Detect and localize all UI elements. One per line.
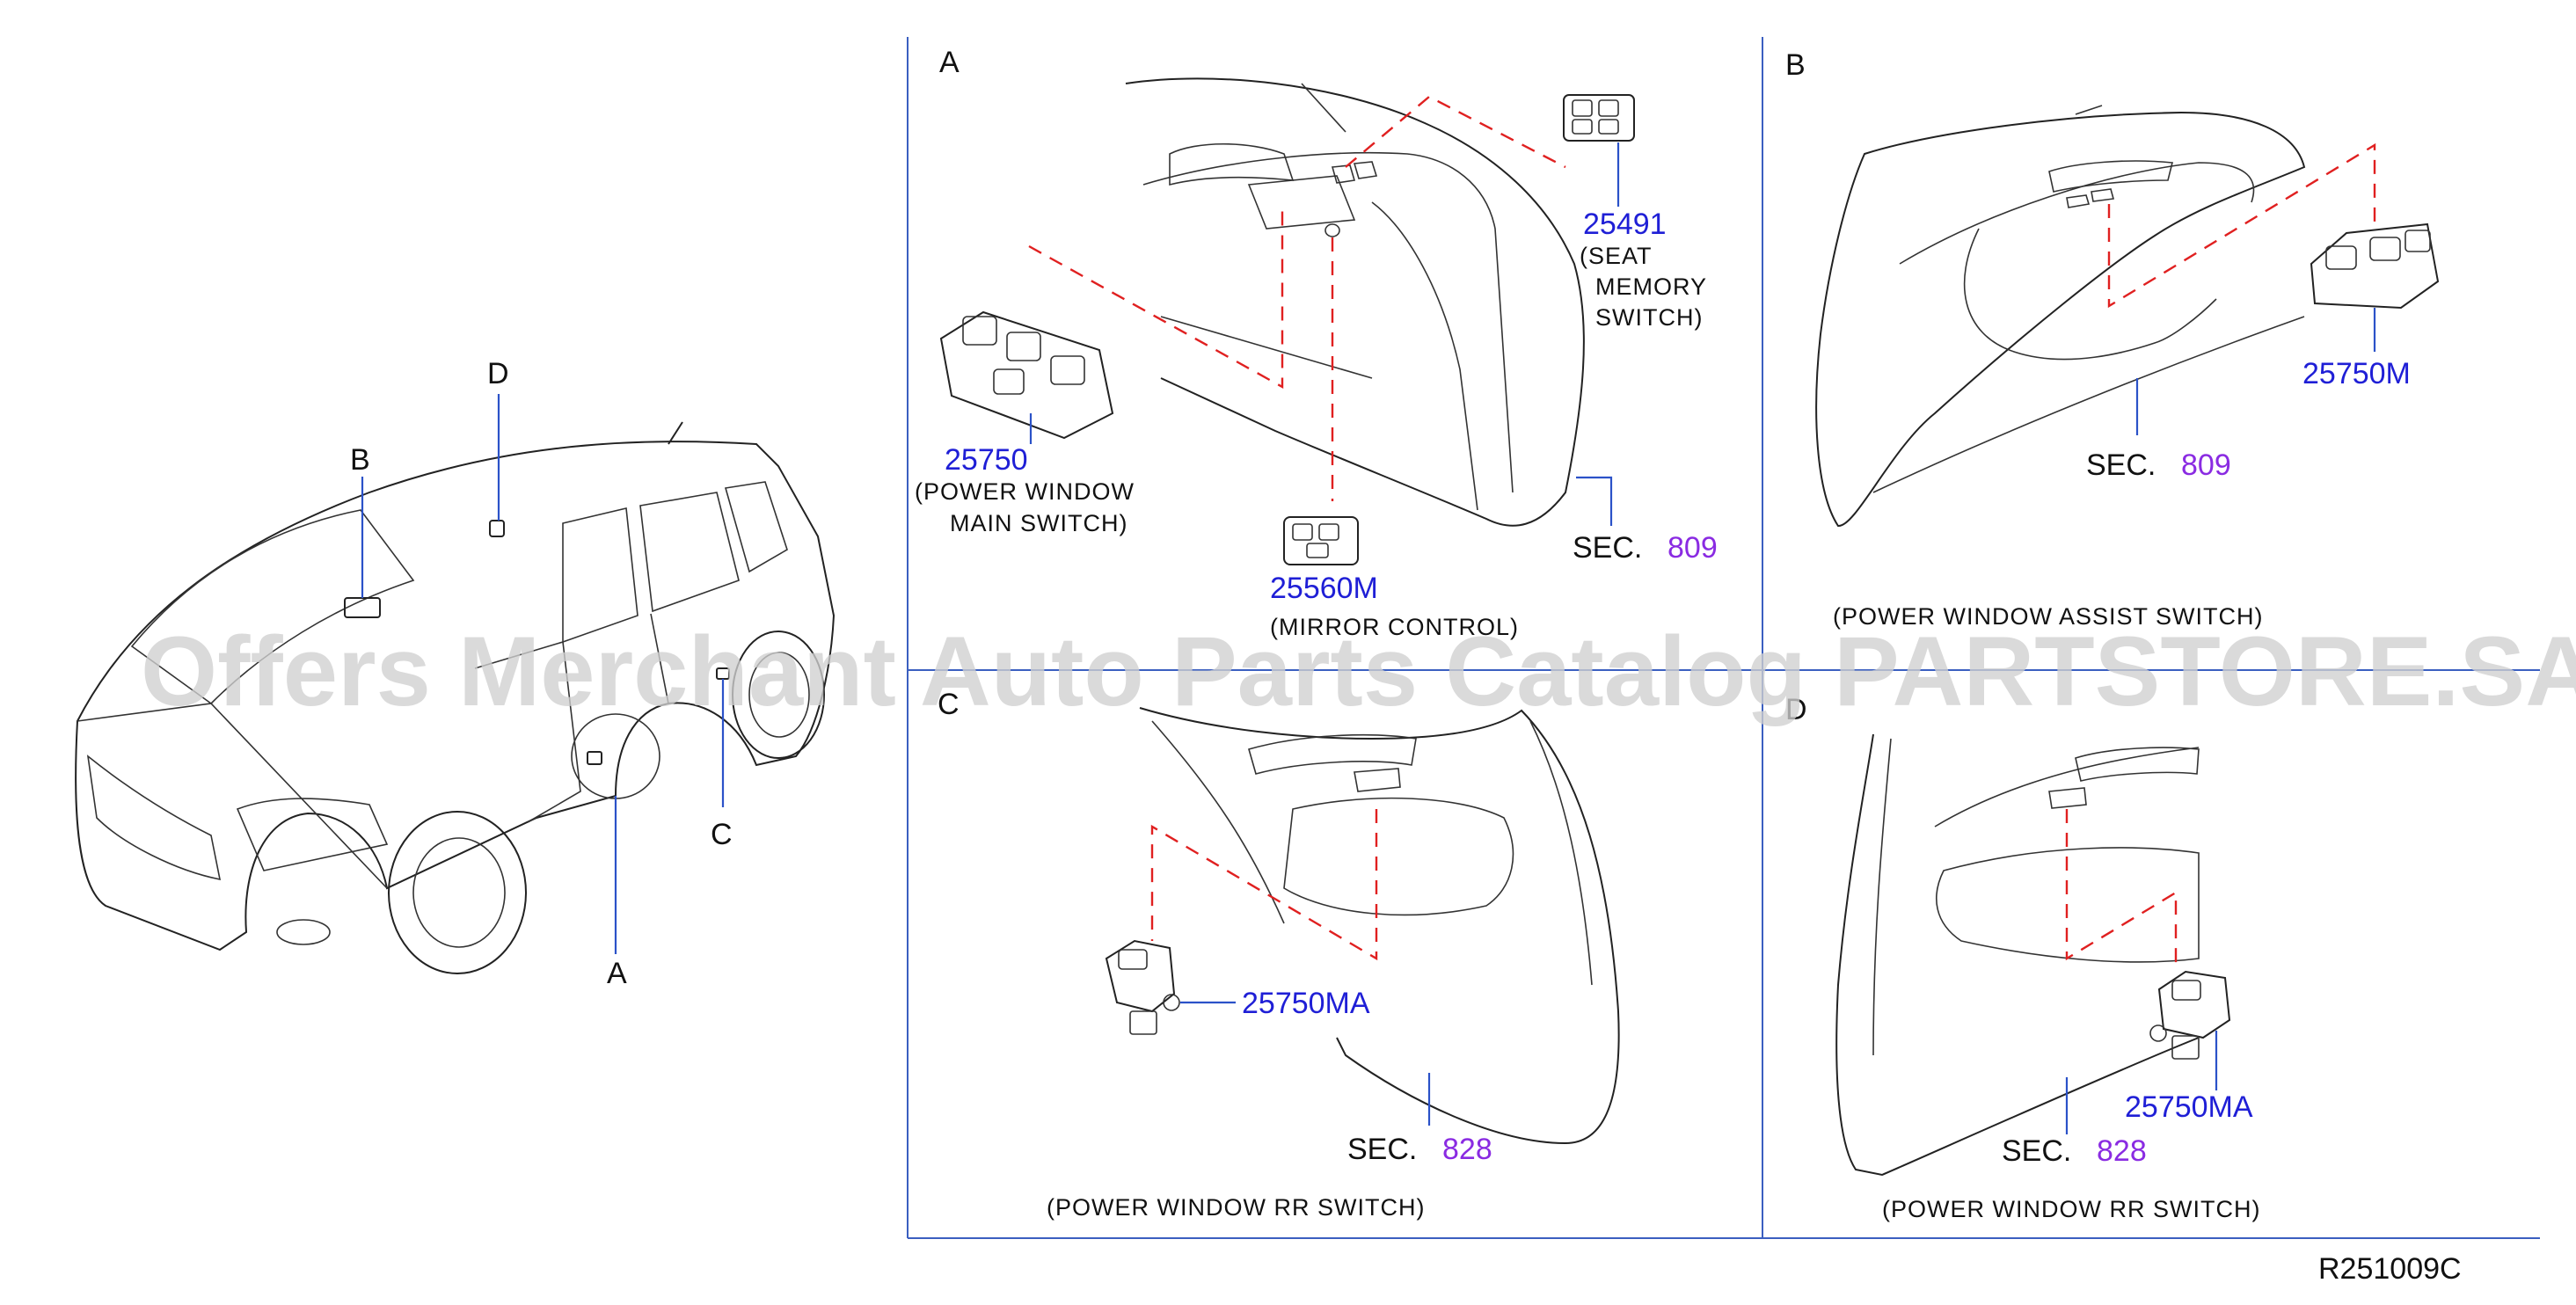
panel-d-letter: D <box>1785 693 1807 726</box>
mirror-control-switch-icon <box>1283 516 1359 565</box>
part-number-25491: 25491 <box>1583 208 1667 241</box>
assist-switch-icon <box>2310 222 2440 310</box>
part-desc-seat-line2: MEMORY <box>1595 273 1707 300</box>
rr-switch-icon-d <box>2149 970 2231 1060</box>
panel-a-door <box>1125 77 1585 527</box>
part-number-25750ma-c: 25750MA <box>1242 987 1370 1020</box>
overview-leaders <box>361 394 725 954</box>
panel-frame <box>907 37 2540 1239</box>
sec-prefix-c: SEC. <box>1347 1133 1417 1166</box>
panel-b-letter: B <box>1785 48 1806 82</box>
part-desc-main-line1: (POWER WINDOW <box>915 478 1135 505</box>
part-number-25560m: 25560M <box>1270 572 1378 605</box>
sec-prefix-a: SEC. <box>1573 531 1642 565</box>
panel-b-door <box>1815 105 2306 528</box>
part-number-25750ma-d: 25750MA <box>2125 1090 2253 1124</box>
panel-c-door <box>1139 707 1620 1145</box>
caption-d: (POWER WINDOW RR SWITCH) <box>1882 1196 2260 1222</box>
callout-c: C <box>711 818 733 851</box>
sec-number-c: 828 <box>1442 1133 1492 1166</box>
watermark: Offers Merchant Auto Parts Catalog PARTS… <box>141 616 2576 726</box>
part-desc-main-line2: MAIN SWITCH) <box>950 510 1127 536</box>
panel-a-letter: A <box>939 46 960 79</box>
reference-code: R251009C <box>2318 1252 2462 1286</box>
part-number-25750: 25750 <box>945 443 1028 477</box>
callout-a: A <box>607 957 627 990</box>
sec-number-a: 809 <box>1667 531 1718 565</box>
sec-prefix-d: SEC. <box>2002 1134 2071 1168</box>
power-window-main-switch-icon <box>939 310 1114 440</box>
callout-d: D <box>487 357 509 390</box>
caption-b: (POWER WINDOW ASSIST SWITCH) <box>1833 603 2264 630</box>
part-desc-mirror: (MIRROR CONTROL) <box>1270 614 1519 640</box>
caption-c: (POWER WINDOW RR SWITCH) <box>1047 1194 1425 1221</box>
sec-prefix-b: SEC. <box>2086 448 2156 482</box>
seat-memory-switch-icon <box>1563 94 1635 142</box>
sec-number-b: 809 <box>2181 448 2231 482</box>
callout-b: B <box>350 443 370 477</box>
panel-d-door <box>1835 733 2200 1177</box>
rr-switch-icon-c <box>1105 939 1180 1035</box>
part-number-25750m: 25750M <box>2302 357 2411 390</box>
sec-number-d: 828 <box>2097 1134 2147 1168</box>
part-desc-seat-line1: (SEAT <box>1580 243 1653 269</box>
panel-c-letter: C <box>938 688 960 721</box>
part-desc-seat-line3: SWITCH) <box>1595 304 1703 331</box>
